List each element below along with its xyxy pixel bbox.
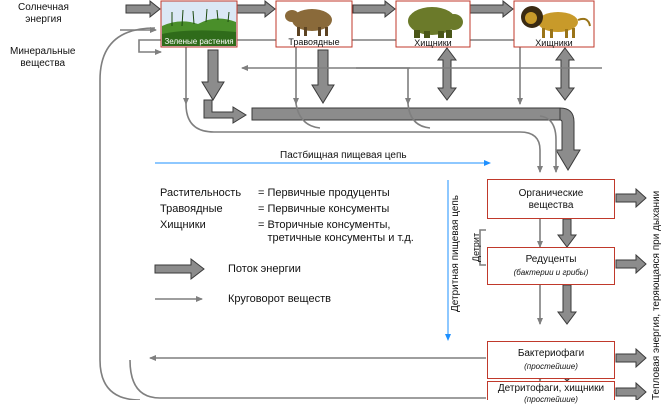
producers-label: Зеленые растения <box>164 37 234 46</box>
thin-curve-2 <box>295 103 321 129</box>
grazing-chain-label: Пастбищная пищевая цепь <box>280 150 407 161</box>
arrow-heat-detritivores <box>615 381 647 400</box>
arrow-predators-to-predators <box>469 0 514 19</box>
producers-picture <box>160 0 238 48</box>
bacteriophages-label: Бактериофаги <box>517 348 585 359</box>
legend-row-1: Травоядные = Первичные консументы <box>160 203 389 216</box>
legend-desc: Первичные консументы <box>267 203 390 215</box>
detrital-chain-label: Детритная пищевая цепь <box>450 194 461 312</box>
legend-eq: = <box>258 187 265 199</box>
detritus-label: Детрит <box>471 232 481 262</box>
legend-matter-cycle-label: Круговорот веществ <box>228 293 331 305</box>
legend-desc: Вторичные консументы, третичные консумен… <box>267 219 414 244</box>
arrow-heat-bacteriophages <box>615 347 647 369</box>
organic-matter-label: Органические вещества <box>518 188 584 211</box>
arrow-producers-to-herbivores <box>236 0 276 19</box>
legend-term: Хищники <box>160 219 206 231</box>
legend-eq: = <box>258 219 265 231</box>
chain-lines <box>155 160 491 341</box>
arrow-heat-organic <box>615 187 647 209</box>
arrow-herbivores-to-predators <box>352 0 396 19</box>
predators1-label: Хищники <box>414 38 452 48</box>
detritivores-note: (простейшие) <box>524 395 578 404</box>
arrow-sun-to-producers <box>125 0 161 19</box>
legend-term: Растительность <box>160 187 242 199</box>
thin-curve-3 <box>407 103 431 129</box>
solar-energy-label: Солнечная энергия <box>18 2 69 25</box>
detritivores-box: Детритофаги, хищники (простейшие) <box>487 381 615 404</box>
reducers-box: Редуценты (бактерии и грибы) <box>487 247 615 285</box>
legend-desc: Первичные продуценты <box>267 187 390 199</box>
arrow-predators1-double <box>437 47 457 101</box>
legend-row-0: Растительность = Первичные продуценты <box>160 187 390 200</box>
mineral-substances-label: Минеральные вещества <box>10 46 76 69</box>
thin-return-lower <box>129 359 486 399</box>
detritivores-label: Детритофаги, хищники <box>497 383 605 394</box>
predators2-label: Хищники <box>535 38 573 48</box>
arrow-producers-bend <box>203 99 247 124</box>
arrow-organic-to-reducers <box>557 218 577 248</box>
thin-left-loop <box>99 27 156 400</box>
organic-matter-box: Органические вещества <box>487 179 615 219</box>
herbivores-picture <box>275 0 353 48</box>
arrow-heat-reducers <box>615 253 647 275</box>
bacteriophages-note: (простейшие) <box>524 362 578 371</box>
legend-energy-flow-label: Поток энергии <box>228 263 301 275</box>
reducers-label: Редуценты <box>525 254 577 265</box>
legend-thick-arrow <box>154 257 205 281</box>
predators2-picture <box>513 0 595 48</box>
energy-flow-arrows <box>125 0 647 400</box>
bacteriophages-box: Бактериофаги (простейшие) <box>487 341 615 379</box>
arrow-main-bend-down <box>555 107 581 171</box>
thin-curve-4 <box>539 115 559 173</box>
arrow-producers-down <box>201 49 225 101</box>
predators1-picture <box>395 0 471 48</box>
arrow-herbivores-down <box>311 49 335 104</box>
thin-curve-1 <box>185 103 543 173</box>
heat-loss-label: Тепловая энергия, теряющаяся при дыхании <box>651 190 662 400</box>
thin-detritus-bracket <box>479 229 486 266</box>
reducers-note: (бактерии и грибы) <box>513 268 589 277</box>
herbivores-label: Травоядные <box>288 37 340 47</box>
arrow-reducers-to-bacteriophages <box>557 284 577 325</box>
legend-eq: = <box>258 203 265 215</box>
legend-row-2: Хищники = Вторичные консументы, третичные… <box>160 219 414 245</box>
legend-term: Травоядные <box>160 203 223 215</box>
arrow-predators2-double <box>555 47 575 101</box>
